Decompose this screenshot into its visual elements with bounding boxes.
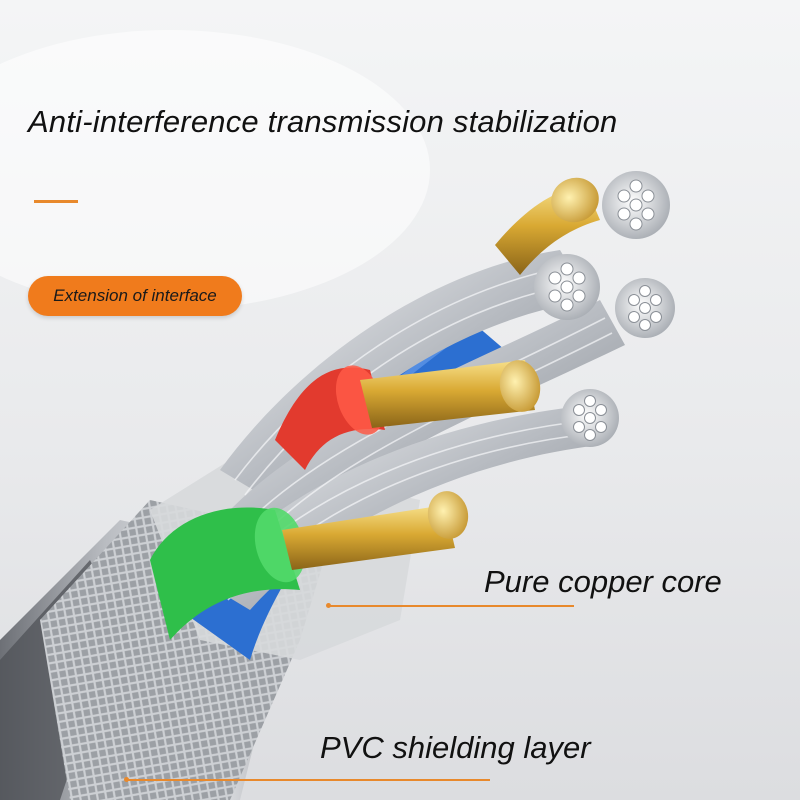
headline: Anti-interference transmission stabiliza… — [28, 104, 618, 139]
pvc-layer-leader-dot — [124, 777, 129, 782]
feature-badge-label: Extension of interface — [53, 286, 217, 305]
feature-badge: Extension of interface — [28, 276, 242, 316]
pvc-layer-callout: PVC shielding layer — [320, 730, 591, 765]
copper-core-leader-line — [330, 605, 574, 607]
accent-dash — [34, 200, 78, 203]
copper-core-callout: Pure copper core — [484, 564, 722, 599]
copper-core-leader-dot — [326, 603, 331, 608]
pvc-layer-leader-line — [128, 779, 490, 781]
